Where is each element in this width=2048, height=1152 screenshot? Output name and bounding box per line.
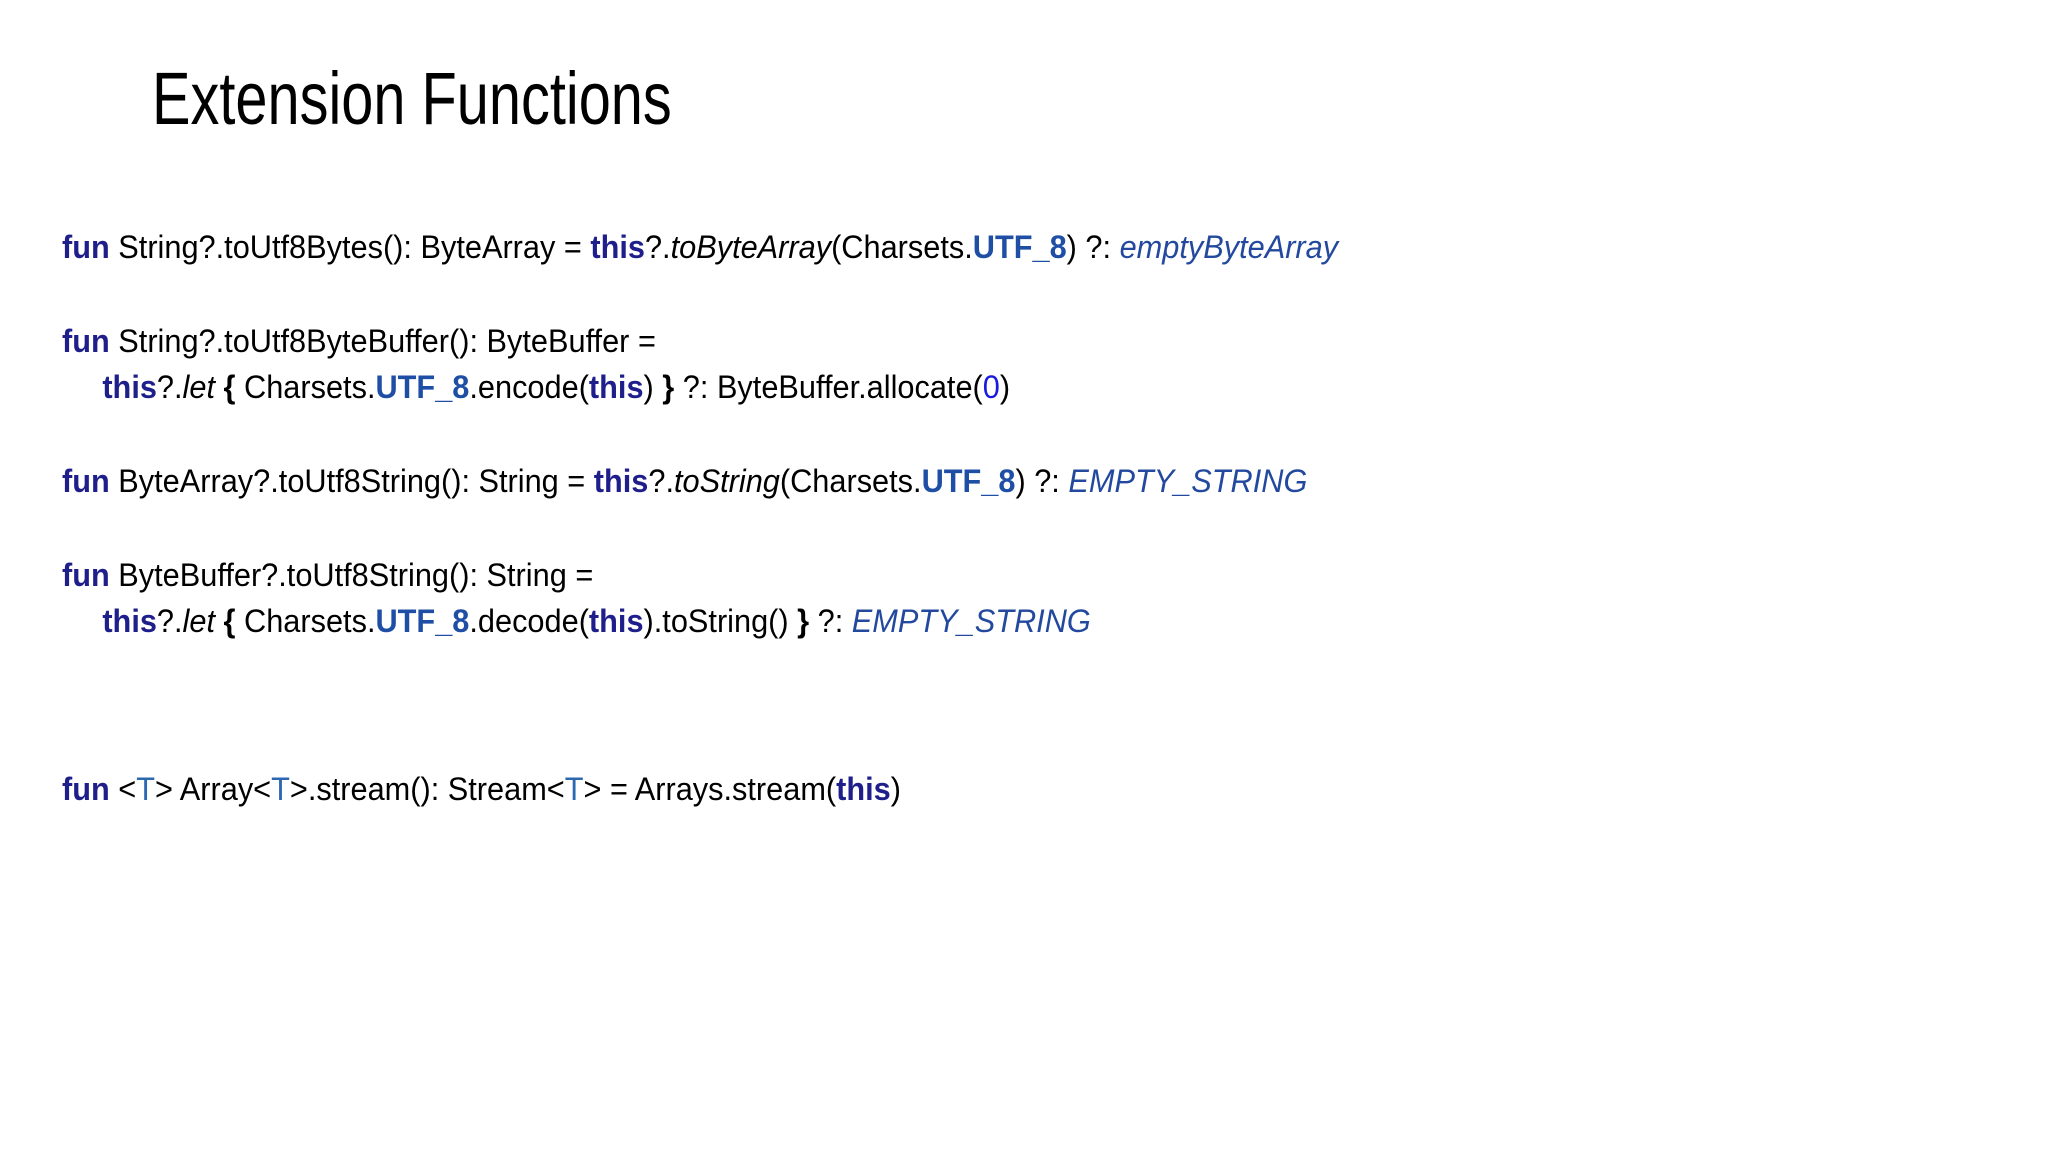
code-token-kw: fun: [62, 229, 110, 265]
code-token-const: UTF_8: [921, 463, 1016, 499]
code-token-plain: > Array<: [155, 771, 272, 807]
code-line: fun String?.toUtf8Bytes(): ByteArray = t…: [62, 229, 1886, 265]
code-token-plain: ?:: [809, 603, 852, 639]
code-line: this?.let { Charsets.UTF_8.decode(this).…: [62, 603, 1886, 639]
code-token-ital-id: emptyByteArray: [1119, 229, 1339, 265]
code-token-plain: ) ?:: [1015, 463, 1069, 499]
code-token-fn-ital: let: [182, 369, 215, 405]
code-token-kw: this: [102, 369, 157, 405]
code-block-to-utf8-bytes: fun String?.toUtf8Bytes(): ByteArray = t…: [62, 229, 1962, 265]
code-token-generic: T: [564, 771, 584, 807]
code-token-fn-ital: toString: [674, 463, 780, 499]
code-token-kw: fun: [62, 323, 110, 359]
code-token-plain: (Charsets.: [831, 229, 973, 265]
code-token-plain: Charsets.: [235, 369, 376, 405]
code-token-brace: }: [797, 603, 810, 639]
code-token-plain: (Charsets.: [779, 463, 922, 499]
code-token-plain: ?.: [644, 229, 671, 265]
code-token-plain: >.stream(): Stream<: [289, 771, 565, 807]
code-token-const: UTF_8: [375, 603, 470, 639]
code-token-plain: ) ?:: [1066, 229, 1120, 265]
code-token-plain: > = Arrays.stream(: [583, 771, 837, 807]
code-line: this?.let { Charsets.UTF_8.encode(this) …: [62, 369, 1886, 405]
code-line: fun ByteBuffer?.toUtf8String(): String =: [62, 557, 1886, 593]
code-listing: fun String?.toUtf8Bytes(): ByteArray = t…: [62, 229, 1962, 807]
code-token-fn-ital: let: [182, 603, 215, 639]
code-token-plain: ?.: [156, 603, 183, 639]
code-token-plain: ByteBuffer?.toUtf8String(): String =: [109, 557, 594, 593]
code-token-kw: this: [588, 603, 644, 639]
code-token-plain: <: [109, 771, 137, 807]
code-line: fun ByteArray?.toUtf8String(): String = …: [62, 463, 1886, 499]
code-token-plain: ?.: [156, 369, 183, 405]
code-token-plain: [215, 603, 224, 639]
code-token-ital-id: EMPTY_STRING: [1068, 463, 1308, 499]
code-token-kw: fun: [62, 771, 110, 807]
code-token-generic: T: [136, 771, 155, 807]
code-token-plain: String?.toUtf8ByteBuffer(): ByteBuffer =: [109, 323, 656, 359]
code-token-plain: ByteArray?.toUtf8String(): String =: [109, 463, 594, 499]
code-token-plain: ?: ByteBuffer.allocate(: [674, 369, 983, 405]
code-token-kw: fun: [62, 557, 110, 593]
code-token-plain: ).toString(): [643, 603, 798, 639]
code-token-plain: .encode(: [469, 369, 589, 405]
code-token-const: UTF_8: [375, 369, 470, 405]
code-token-plain: [215, 369, 224, 405]
code-token-plain: ): [999, 369, 1011, 405]
code-block-bytearray-to-utf8-string: fun ByteArray?.toUtf8String(): String = …: [62, 463, 1962, 499]
code-line: fun String?.toUtf8ByteBuffer(): ByteBuff…: [62, 323, 1886, 359]
code-token-kw: this: [588, 369, 644, 405]
code-token-kw: fun: [62, 463, 110, 499]
code-token-plain: Charsets.: [235, 603, 376, 639]
code-token-brace: {: [223, 603, 236, 639]
page-title: Extension Functions: [152, 57, 672, 140]
code-token-num: 0: [982, 369, 1000, 405]
code-token-const: UTF_8: [972, 229, 1067, 265]
code-token-brace: {: [223, 369, 236, 405]
code-token-plain: .decode(: [469, 603, 589, 639]
code-block-to-utf8-byte-buffer: fun String?.toUtf8ByteBuffer(): ByteBuff…: [62, 323, 1962, 405]
code-blank-line: [62, 700, 1962, 774]
code-line: fun <T> Array<T>.stream(): Stream<T> = A…: [62, 771, 1886, 807]
code-token-plain: String?.toUtf8Bytes(): ByteArray =: [109, 229, 591, 265]
code-block-bytebuffer-to-utf8-string: fun ByteBuffer?.toUtf8String(): String =…: [62, 557, 1962, 639]
code-token-plain: ?.: [648, 463, 675, 499]
code-token-kw: this: [836, 771, 891, 807]
code-token-brace: }: [662, 369, 675, 405]
code-token-plain: ): [890, 771, 901, 807]
code-token-ital-id: EMPTY_STRING: [851, 603, 1091, 639]
code-token-generic: T: [271, 771, 290, 807]
code-token-kw: this: [102, 603, 157, 639]
code-token-kw: this: [590, 229, 645, 265]
code-token-fn-ital: toByteArray: [670, 229, 832, 265]
code-token-kw: this: [593, 463, 649, 499]
code-block-array-stream: fun <T> Array<T>.stream(): Stream<T> = A…: [62, 771, 1962, 807]
code-token-plain: ): [643, 369, 663, 405]
